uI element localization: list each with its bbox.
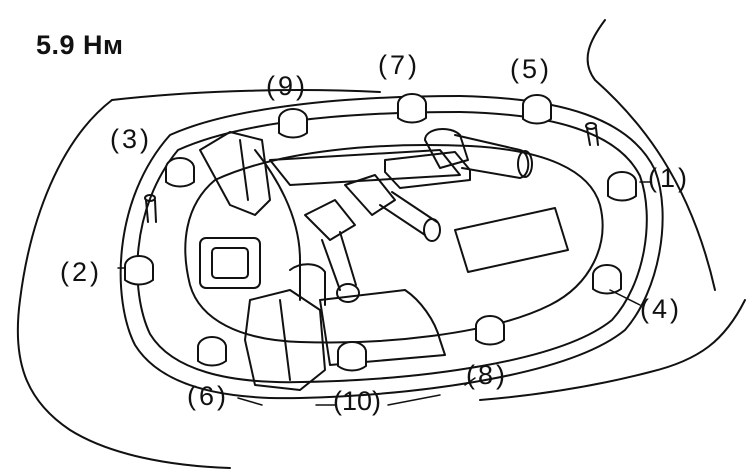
- torque-spec: 5.9 Нм: [36, 30, 124, 60]
- guide-pins: [144, 122, 599, 223]
- floor-outline-top: [111, 89, 381, 101]
- bolt-1: [607, 171, 637, 202]
- bracket-lower: [244, 289, 326, 391]
- clamp-plate: [319, 289, 446, 366]
- bolt-callout-4: (4): [640, 294, 682, 324]
- bolt-callout-9: (9): [266, 71, 308, 101]
- flange-outer: [119, 95, 664, 400]
- bolt-3: [165, 157, 195, 188]
- label-plate: [454, 207, 569, 273]
- leader-lines: [117, 181, 651, 406]
- flange-outer-edge: [136, 111, 648, 384]
- bolts: [124, 93, 637, 372]
- bracket-clamp: [289, 263, 326, 306]
- bolt-2: [124, 255, 154, 286]
- bolt-callout-7: (7): [378, 50, 420, 80]
- hose-pipe: [454, 134, 530, 179]
- bolt-callout-8: (8): [466, 360, 508, 390]
- bolt-callout-10: (10): [333, 386, 382, 416]
- bolt-10: [337, 341, 367, 372]
- bolt-4: [592, 264, 622, 295]
- bracket-arm: [254, 149, 301, 301]
- bolt-9: [278, 108, 308, 139]
- bolt-7: [397, 93, 427, 124]
- hose-fitting-base: [384, 151, 471, 189]
- bolt-callout-3: (3): [110, 124, 152, 154]
- hose-elbow: [424, 128, 469, 169]
- floor-outline-left: [16, 99, 231, 469]
- bolt-5: [522, 94, 552, 125]
- top-plate: [269, 149, 461, 186]
- bolt-callout-5: (5): [510, 54, 552, 84]
- bolt-callout-1: (1): [648, 163, 690, 193]
- bolt-callout-6: (6): [187, 381, 229, 411]
- fuel-line-1: [344, 174, 396, 216]
- guide-pin-left: [145, 199, 157, 223]
- cover-plate: [184, 144, 604, 344]
- floor-outline-right: [586, 19, 716, 291]
- bolt-6: [197, 336, 227, 367]
- bolt-callout-2: (2): [60, 257, 102, 287]
- connector-square: [199, 237, 261, 289]
- fuel-line-2: [304, 199, 356, 241]
- guide-pin-right: [586, 127, 599, 146]
- bracket-left: [199, 131, 271, 216]
- floor-outline-lower-right: [479, 299, 746, 401]
- bolt-8: [475, 315, 505, 346]
